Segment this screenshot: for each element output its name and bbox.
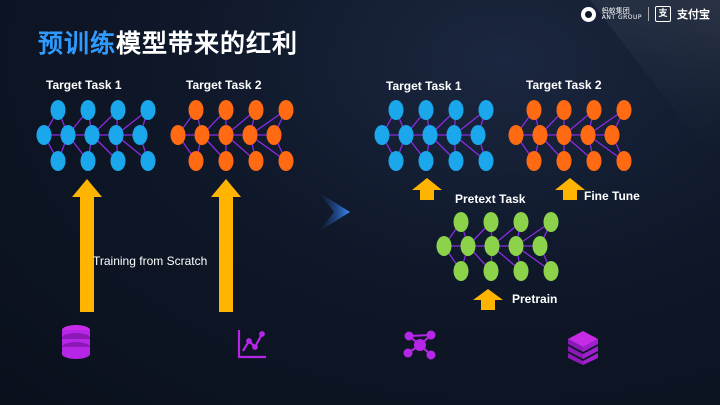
left-task1-network (36, 100, 156, 171)
title-highlight: 预训练 (38, 29, 117, 58)
network-node (50, 151, 66, 171)
network-nodes-icon (403, 330, 436, 360)
network-node (110, 100, 126, 120)
network-node (616, 100, 632, 120)
network-node (446, 125, 462, 145)
network-node (616, 151, 632, 171)
training-from-scratch-label: Training from Scratch (93, 254, 208, 268)
network-node (556, 100, 572, 120)
network-node (484, 236, 500, 256)
network-node (170, 125, 186, 145)
network-node (132, 125, 148, 145)
network-node (60, 125, 76, 145)
title-rest: 模型带来的红利 (116, 29, 299, 58)
network-node (478, 151, 494, 171)
network-node (543, 261, 559, 281)
network-node (483, 212, 499, 232)
network-node (140, 100, 156, 120)
right-task2-fine-tune-arrow-icon (555, 178, 585, 200)
network-node (218, 125, 234, 145)
network-node (556, 125, 572, 145)
pretrain-label: Pretrain (512, 292, 558, 306)
network-node (140, 151, 156, 171)
slide-title: 预训练模型带来的红利 (38, 24, 298, 60)
network-node (218, 151, 234, 171)
network-node (242, 125, 258, 145)
network-node (188, 151, 204, 171)
network-node (453, 212, 469, 232)
network-node (50, 100, 66, 120)
network-node (470, 125, 486, 145)
network-node (532, 125, 548, 145)
network-node (508, 125, 524, 145)
database-icon (62, 325, 90, 359)
network-node (436, 236, 452, 256)
network-node (586, 151, 602, 171)
network-node (448, 100, 464, 120)
left-target-task-2-label: Target Task 2 (186, 78, 262, 92)
network-node (586, 100, 602, 120)
right-task2-network (508, 100, 632, 171)
network-node (526, 100, 542, 120)
network-node (194, 125, 210, 145)
network-node (513, 212, 529, 232)
network-node (278, 100, 294, 120)
network-node (388, 100, 404, 120)
right-target-task-2-label: Target Task 2 (526, 78, 602, 92)
network-node (398, 125, 414, 145)
network-node (580, 125, 596, 145)
network-node (556, 151, 572, 171)
pretext-task-label: Pretext Task (455, 192, 526, 206)
logo-separator (648, 7, 649, 21)
alipay-logo-icon: 支 (655, 6, 671, 22)
right-task1-arrow-icon (412, 178, 442, 200)
network-node (508, 236, 524, 256)
fine-tune-label: Fine Tune (584, 189, 640, 203)
network-node (36, 125, 52, 145)
right-target-task-1-label: Target Task 1 (386, 79, 462, 93)
ant-group-wordmark: 蚂蚁集团 ANT GROUP (601, 6, 642, 21)
network-node (278, 151, 294, 171)
network-node (543, 212, 559, 232)
left-task2-network (170, 100, 294, 171)
network-node (453, 261, 469, 281)
alipay-wordmark: 支付宝 (677, 8, 710, 21)
network-node (513, 261, 529, 281)
network-node (374, 125, 390, 145)
logo-bar: 蚂蚁集团 ANT GROUP 支 支付宝 (580, 5, 710, 23)
line-chart-icon (237, 330, 266, 359)
network-node (478, 100, 494, 120)
network-node (448, 151, 464, 171)
network-node (218, 100, 234, 120)
network-node (84, 125, 100, 145)
transition-chevron-icon (318, 192, 350, 232)
right-task1-network (374, 100, 494, 171)
network-node (604, 125, 620, 145)
network-node (108, 125, 124, 145)
network-node (483, 261, 499, 281)
network-node (266, 125, 282, 145)
left-task2-arrow-icon (211, 179, 241, 312)
network-node (110, 151, 126, 171)
pretext-network (436, 212, 559, 281)
left-target-task-1-label: Target Task 1 (46, 78, 122, 92)
network-node (388, 151, 404, 171)
network-node (532, 236, 548, 256)
network-node (526, 151, 542, 171)
network-node (80, 100, 96, 120)
ant-group-logo-icon (580, 6, 596, 22)
network-node (460, 236, 476, 256)
network-node (188, 100, 204, 120)
network-node (418, 151, 434, 171)
network-node (80, 151, 96, 171)
stacked-books-icon (568, 331, 598, 365)
network-node (248, 100, 264, 120)
left-task1-arrow-icon (72, 179, 102, 312)
pretrain-arrow-icon (473, 289, 503, 310)
network-node (418, 100, 434, 120)
network-node (248, 151, 264, 171)
network-node (422, 125, 438, 145)
